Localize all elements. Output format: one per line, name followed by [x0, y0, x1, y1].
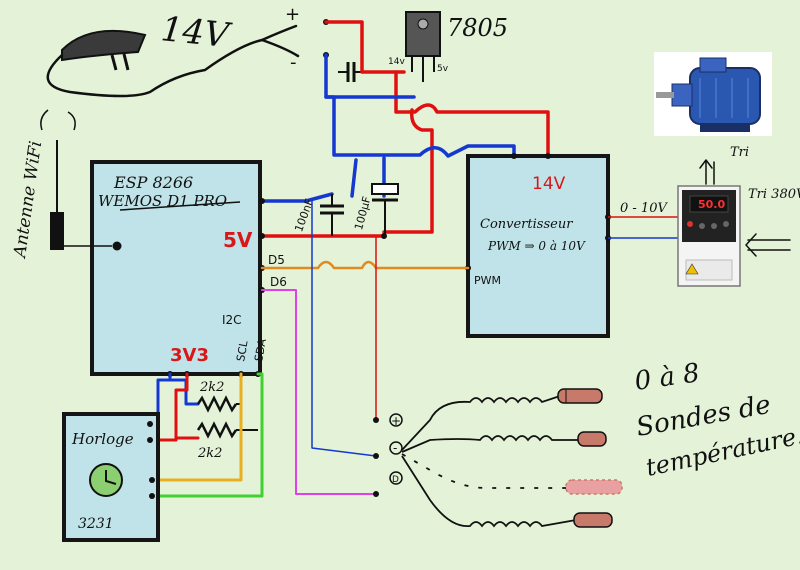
plus-terminal-label: +: [285, 4, 300, 25]
blue-ground-wires: [260, 53, 516, 203]
clock-pin-gnd: [147, 437, 153, 443]
probe-minus-label: -: [393, 441, 397, 455]
vfd-mains-arrow: [745, 233, 791, 257]
regulator-7805: [405, 11, 441, 82]
clock-icon: [89, 463, 123, 497]
motor-arrow-up: [699, 159, 715, 185]
probe-data-label: D: [392, 475, 399, 485]
power-adapter-icon: [61, 29, 147, 71]
esp-sda-label: SDA: [252, 337, 269, 362]
esp-d5-pin-label: D5: [268, 253, 285, 267]
resistor-top-label: 2k2: [199, 380, 224, 395]
antenna-connector: [112, 241, 122, 251]
esp-5v-pin-label: 5V: [223, 228, 253, 252]
converter-pin-14v: [545, 153, 551, 159]
converter-title: Convertisseur: [480, 217, 573, 232]
temperature-probe-2: [577, 431, 607, 447]
temperature-probe-1: [557, 388, 603, 404]
green-sda-wire: [150, 372, 264, 498]
esp-3v3-pin-label: 3V3: [170, 345, 209, 366]
probe-connector: [373, 413, 403, 497]
probe-leads: [401, 395, 582, 528]
antenna-label: Antenne WiFi: [10, 140, 46, 261]
esp-scl-label: SCL: [234, 339, 251, 363]
converter-pwm-input-label: PWM: [474, 274, 501, 287]
resistor-bottom-label: 2k2: [197, 446, 222, 461]
resistor-2k2-top: [196, 395, 241, 413]
clock-pin-sda: [149, 493, 155, 499]
temperature-probe-4: [573, 512, 613, 528]
junction-5v: [381, 233, 387, 239]
adapter-cable-branch: [260, 38, 300, 58]
clock-pin-vcc: [147, 421, 153, 427]
minus-terminal-label: -: [290, 52, 297, 73]
regulator-output-label: 5v: [437, 64, 449, 74]
motor-tri-label: Tri: [730, 145, 749, 160]
orange-pwm-wire: [260, 260, 470, 270]
clock-pin-scl: [149, 477, 155, 483]
probe-magenta-wire: [261, 289, 377, 495]
capacitor-100uf-label: 100µF: [352, 195, 373, 232]
probe-plus-label: +: [391, 414, 401, 428]
probe-blue-wire: [311, 200, 377, 457]
red-14v-wires: [260, 20, 550, 238]
blue-res-wire: [168, 378, 200, 406]
converter-pin-gnd: [511, 153, 517, 159]
esp-subtitle: WEMOS D1 PRO: [98, 192, 227, 210]
yellow-scl-wire: [150, 372, 243, 482]
capacitor-100uf: [371, 183, 399, 234]
capacitor-100nf: [320, 194, 344, 236]
esp-d6-pin-label: D6: [270, 275, 287, 289]
esp-title-underline: [119, 201, 241, 211]
clock-title: Horloge: [71, 430, 134, 448]
supply-voltage-label: 14V: [159, 9, 234, 56]
probe-note-line1: 0 à 8: [633, 358, 702, 397]
converter-output-label: 0 - 10V: [620, 201, 668, 216]
esp-pin-gnd: [259, 198, 265, 204]
resistor-2k2-bottom: [196, 421, 258, 439]
temperature-probe-3: [565, 479, 623, 495]
regulator-input-label: 14v: [388, 57, 405, 67]
converter-subtitle: PWM ⇒ 0 à 10V: [487, 239, 586, 253]
regulator-label: 7805: [447, 14, 508, 42]
vfd-display-value: 50.0: [698, 198, 725, 211]
electric-motor-icon: [654, 52, 772, 136]
clock-model: 3231: [78, 516, 114, 532]
esp-title: ESP 8266: [113, 173, 193, 192]
vfd-drive-icon: [677, 185, 741, 287]
pwm-converter-box: [466, 154, 610, 338]
vfd-tri380-label: Tri 380V: [748, 187, 800, 202]
red-gnd-wire: [148, 372, 189, 442]
converter-supply-label: 14V: [532, 174, 566, 194]
wifi-antenna-icon: [40, 109, 76, 250]
esp-i2c-label: I2C: [222, 313, 242, 327]
esp-pin-5v: [259, 233, 265, 239]
